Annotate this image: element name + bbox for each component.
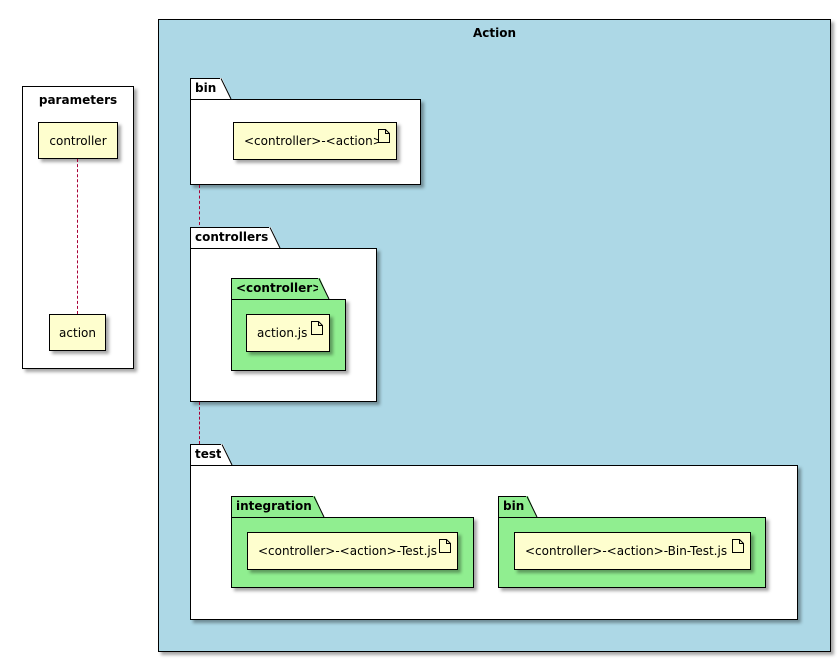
action-js-label: action.js [257,326,308,340]
bin-tab-slant [220,78,232,100]
bin-controllers-link [199,185,200,225]
test-folder-label: test [195,447,222,461]
bin-folder-label: bin [195,81,217,95]
integration-tab-slant [313,496,325,518]
integration-test-artifact[interactable]: <controller>-<action>-Test.js [247,532,458,570]
integration-folder-label: integration [236,499,312,513]
controller-subfolder-tab[interactable]: <controller> [231,278,323,299]
controllers-test-link [199,402,200,444]
controller-subfolder-label: <controller> [236,281,323,295]
controller-node[interactable]: controller [38,122,118,159]
action-title: Action [472,26,517,40]
test-tab-slant [221,444,233,466]
bin-artifact-label: <controller>-<action> [244,134,383,148]
bin-test-label: <controller>-<action>-Bin-Test.js [525,544,728,558]
bin-test-artifact[interactable]: <controller>-<action>-Bin-Test.js [514,532,751,570]
test-bin-folder-tab[interactable]: bin [498,496,528,517]
controllers-tab-slant [269,227,281,249]
test-bin-folder-label: bin [503,499,525,513]
test-bin-tab-slant [526,496,538,518]
bin-folder-tab[interactable]: bin [190,78,222,99]
controllers-folder-tab[interactable]: controllers [190,227,271,248]
integration-folder-tab[interactable]: integration [231,496,315,517]
artifact-icon [732,539,744,553]
artifact-icon [439,539,451,553]
test-folder-tab[interactable]: test [190,444,223,465]
artifact-icon [378,129,390,143]
controller-node-label: controller [49,133,107,148]
integration-test-label: <controller>-<action>-Test.js [258,544,437,558]
controllers-folder-label: controllers [195,230,269,244]
action-js-artifact[interactable]: action.js [246,314,330,352]
controller-action-link [77,159,78,314]
action-node-label: action [59,325,96,340]
parameters-title: parameters [38,93,118,107]
action-node[interactable]: action [49,314,106,351]
controller-subfolder-tab-slant [318,278,330,300]
artifact-icon [311,321,323,335]
bin-artifact[interactable]: <controller>-<action> [233,122,397,160]
